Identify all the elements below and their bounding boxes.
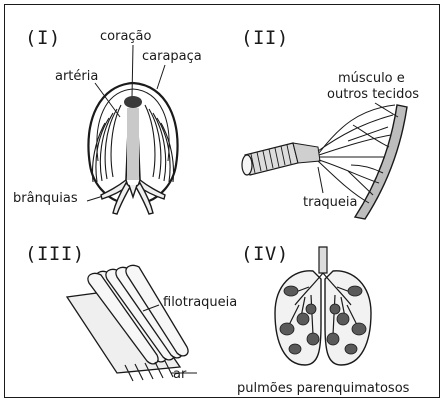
gill-filaments-right <box>145 105 174 182</box>
trachea-tube <box>242 143 320 175</box>
figure-frame: (I) coração carapaça artéria brânquias <box>4 4 440 398</box>
crustacean-gill-illustration <box>5 5 223 225</box>
lungs-illustration <box>223 225 441 399</box>
book-lung-illustration <box>5 225 223 399</box>
lung-trachea <box>319 247 327 273</box>
heart-shape <box>124 96 142 108</box>
trachea-illustration <box>223 5 441 225</box>
leader-trachea <box>318 167 323 193</box>
panel-iv: (IV) pulmões parenquimatosos <box>223 225 441 399</box>
panel-ii: (II) músculo e outros tecidos traqueia <box>223 5 441 225</box>
panel-i: (I) coração carapaça artéria brânquias <box>5 5 223 225</box>
tracheoles <box>318 105 395 203</box>
gill-filaments-left <box>93 105 122 182</box>
muscle-tissue <box>355 105 407 219</box>
leader-carapace <box>157 65 165 89</box>
panel-iii: (III) filotraqueia ar <box>5 225 223 399</box>
